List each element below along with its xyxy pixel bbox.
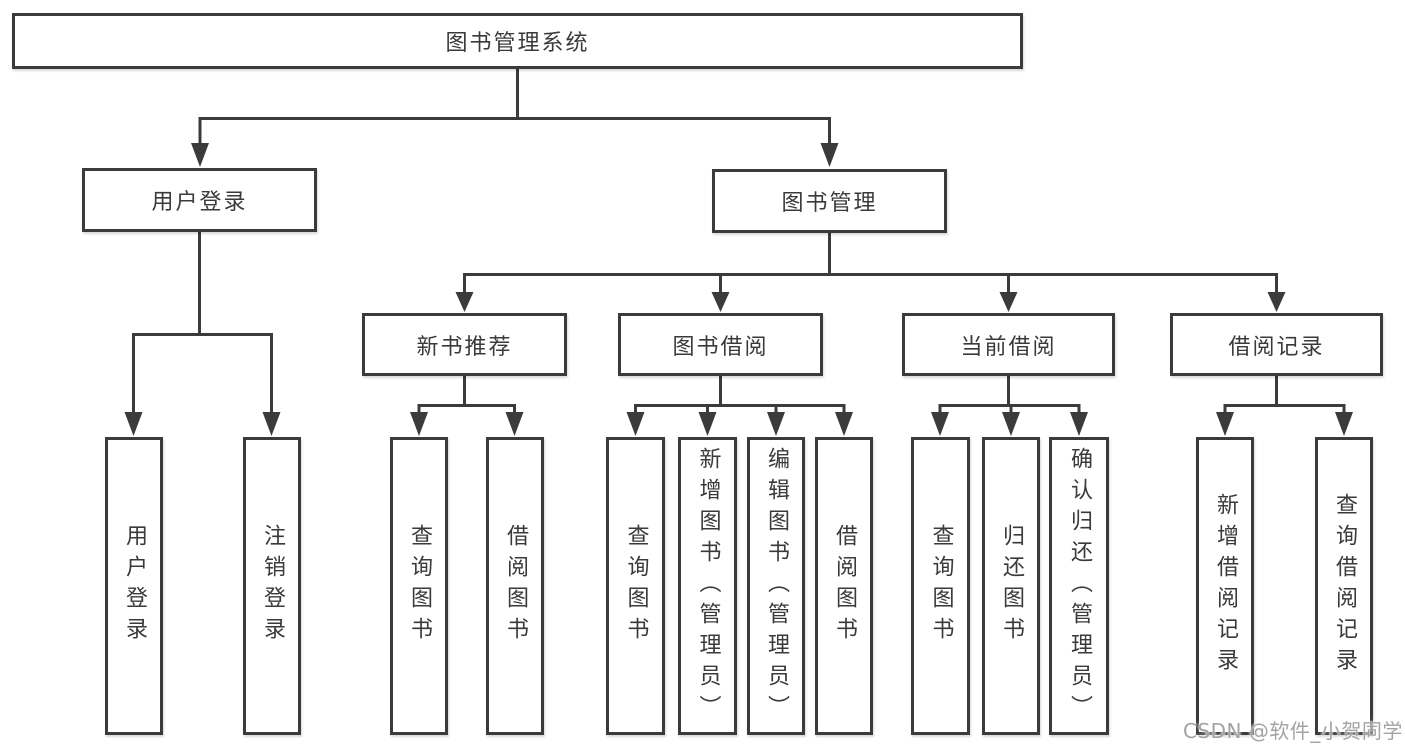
- leaf-confirm-return-admin: 确认归还（管理员）: [1049, 437, 1109, 735]
- leaf-add-borrow-record: 新增借阅记录: [1196, 437, 1254, 735]
- leaf-borrow-books-1-label: 借阅图书: [503, 524, 528, 648]
- node-book-borrow-label: 图书借阅: [672, 334, 769, 360]
- leaf-return-book: 归还图书: [982, 437, 1040, 735]
- leaf-query-borrow-record: 查询借阅记录: [1315, 437, 1373, 735]
- leaf-return-book-label: 归还图书: [999, 524, 1024, 648]
- leaf-add-borrow-record-label: 新增借阅记录: [1213, 493, 1238, 679]
- leaf-add-book-admin-label: 新增图书（管理员）: [695, 446, 721, 726]
- node-book-borrow: 图书借阅: [618, 313, 823, 376]
- node-borrow-records-label: 借阅记录: [1228, 334, 1325, 360]
- leaf-user-login-label: 用户登录: [122, 524, 147, 648]
- node-book-mgmt-branch: 图书管理: [712, 169, 947, 233]
- connector-root-split: [198, 69, 831, 145]
- leaf-edit-book-admin: 编辑图书（管理员）: [747, 437, 805, 735]
- node-root: 图书管理系统: [12, 13, 1023, 69]
- leaf-logout: 注销登录: [243, 437, 301, 735]
- node-current-borrow: 当前借阅: [902, 313, 1115, 376]
- node-user-login-label: 用户登录: [151, 190, 248, 215]
- node-book-mgmt-label: 图书管理: [781, 191, 878, 216]
- leaf-query-books-1: 查询图书: [390, 437, 448, 735]
- node-new-book-recommend: 新书推荐: [362, 313, 567, 376]
- connector-book-mgmt-split: [463, 233, 1278, 294]
- leaf-query-books-3-label: 查询图书: [928, 524, 954, 648]
- leaf-logout-label: 注销登录: [260, 524, 285, 648]
- leaf-user-login: 用户登录: [105, 437, 163, 735]
- leaf-query-books-1-label: 查询图书: [407, 524, 432, 648]
- node-borrow-records: 借阅记录: [1170, 313, 1383, 376]
- csdn-watermark: CSDN @软件_小贺同学: [1183, 719, 1403, 743]
- leaf-confirm-return-admin-label: 确认归还（管理员）: [1067, 446, 1092, 726]
- node-user-login-branch: 用户登录: [82, 168, 317, 232]
- node-current-borrow-label: 当前借阅: [960, 334, 1057, 360]
- connector-user-login-split: [132, 232, 273, 413]
- leaf-query-books-2: 查询图书: [606, 437, 665, 735]
- leaf-query-books-3: 查询图书: [911, 437, 970, 735]
- connector-leaf-splits: [417, 376, 1346, 413]
- leaf-borrow-books-1: 借阅图书: [486, 437, 544, 735]
- leaf-borrow-books-2-label: 借阅图书: [832, 524, 857, 648]
- leaf-query-books-2-label: 查询图书: [623, 524, 649, 648]
- node-root-label: 图书管理系统: [445, 31, 590, 56]
- leaf-edit-book-admin-label: 编辑图书（管理员）: [764, 446, 789, 726]
- leaf-borrow-books-2: 借阅图书: [815, 437, 873, 735]
- leaf-add-book-admin: 新增图书（管理员）: [678, 437, 737, 735]
- node-new-book-recommend-label: 新书推荐: [416, 334, 513, 360]
- leaf-query-borrow-record-label: 查询借阅记录: [1332, 493, 1357, 679]
